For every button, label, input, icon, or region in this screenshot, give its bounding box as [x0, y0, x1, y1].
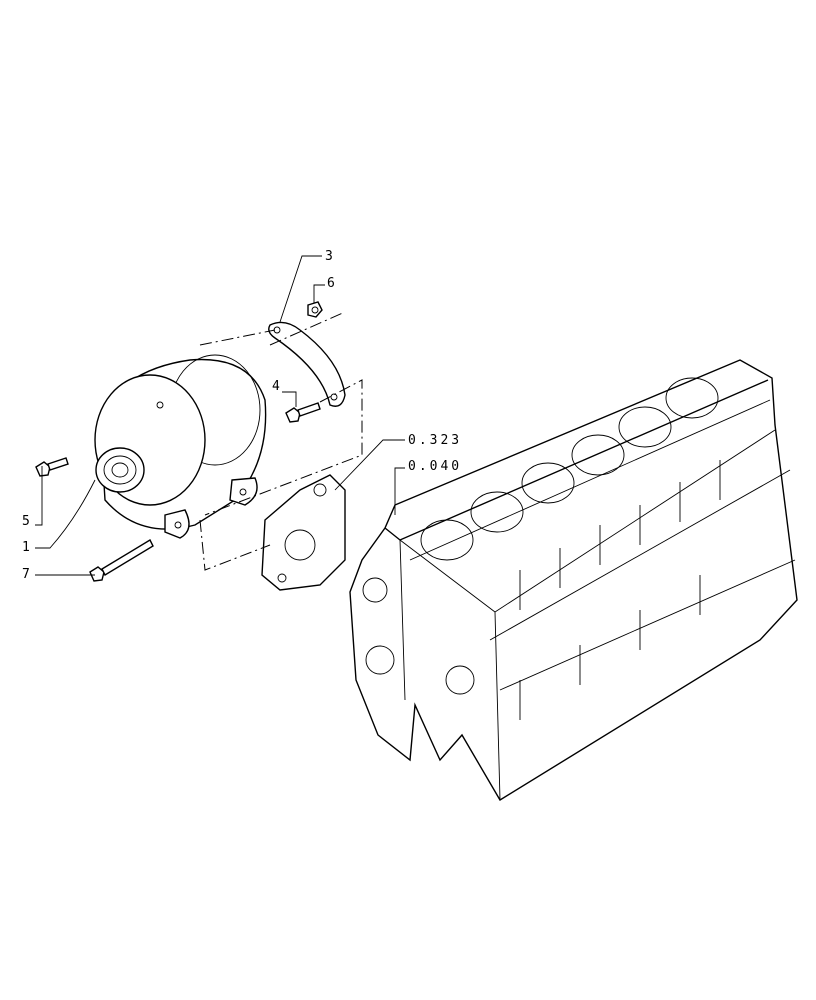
callout-1: 1: [22, 540, 30, 555]
engine-block: [349, 359, 798, 801]
bracket: [268, 321, 346, 407]
nut: [307, 301, 323, 318]
callout-5: 5: [22, 514, 30, 529]
bolt-7: [89, 539, 154, 582]
bolt-5: [35, 457, 69, 477]
bolt-4: [285, 402, 321, 423]
callout-6: 6: [327, 276, 335, 291]
callout-4: 4: [272, 379, 280, 394]
reference-0040[interactable]: 0.040: [408, 459, 462, 474]
callout-3: 3: [325, 249, 333, 264]
assembly-centerlines: [199, 311, 363, 571]
callout-7: 7: [22, 567, 30, 582]
alternator-support: [261, 474, 346, 591]
leader-lines: [35, 255, 405, 576]
reference-0323[interactable]: 0.323: [408, 433, 462, 448]
cylinder-bores: [420, 377, 719, 561]
alternator: [94, 354, 267, 539]
